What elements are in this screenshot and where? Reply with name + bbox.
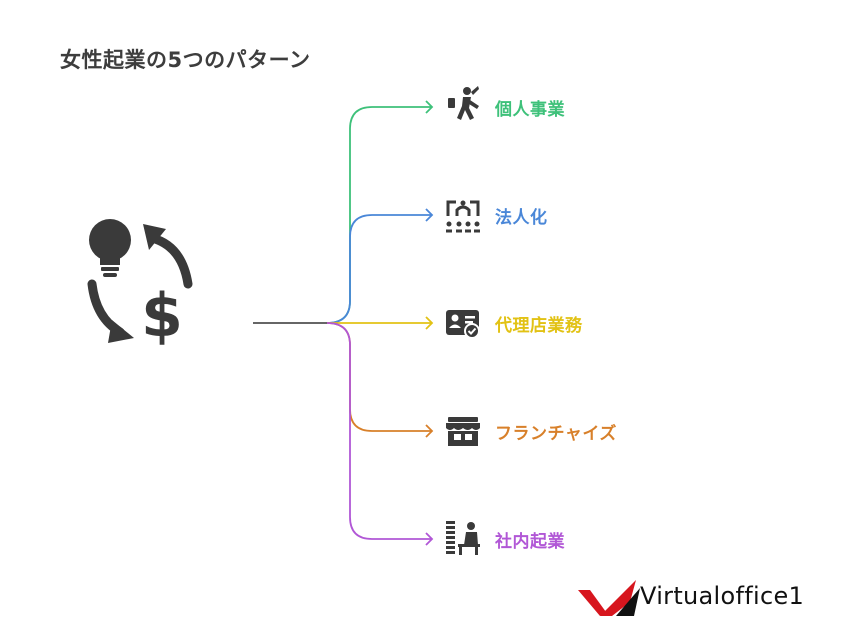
branch-connector	[326, 214, 432, 324]
storefront-icon	[446, 417, 480, 446]
branch-connector	[326, 322, 432, 540]
branch-arrowhead	[425, 424, 434, 438]
brand-name: Virtualoffice1	[640, 582, 805, 610]
branch-arrowhead	[425, 100, 434, 114]
branch-label: 個人事業	[495, 100, 565, 120]
branch-connector	[326, 322, 432, 432]
branch-label: フランチャイズ	[495, 424, 617, 444]
branch-label: 代理店業務	[495, 316, 583, 336]
svg-text:$: $	[141, 281, 183, 351]
person-at-desk-icon	[446, 521, 480, 555]
branch-arrowhead	[425, 208, 434, 222]
id-card-check-icon	[446, 310, 480, 339]
lightbulb-dollar-cycle-icon: $	[87, 219, 193, 351]
branch-label: 法人化	[495, 208, 548, 228]
running-person-icon	[448, 86, 479, 120]
organization-structure-icon	[446, 200, 480, 233]
page-title: 女性起業の5つのパターン	[60, 48, 311, 72]
brand-logo: Virtualoffice1	[578, 576, 818, 620]
brand-mark-icon	[578, 580, 640, 616]
branch-label: 社内起業	[495, 532, 565, 552]
branch-arrowhead	[425, 316, 434, 330]
branch-arrowhead	[425, 532, 434, 546]
